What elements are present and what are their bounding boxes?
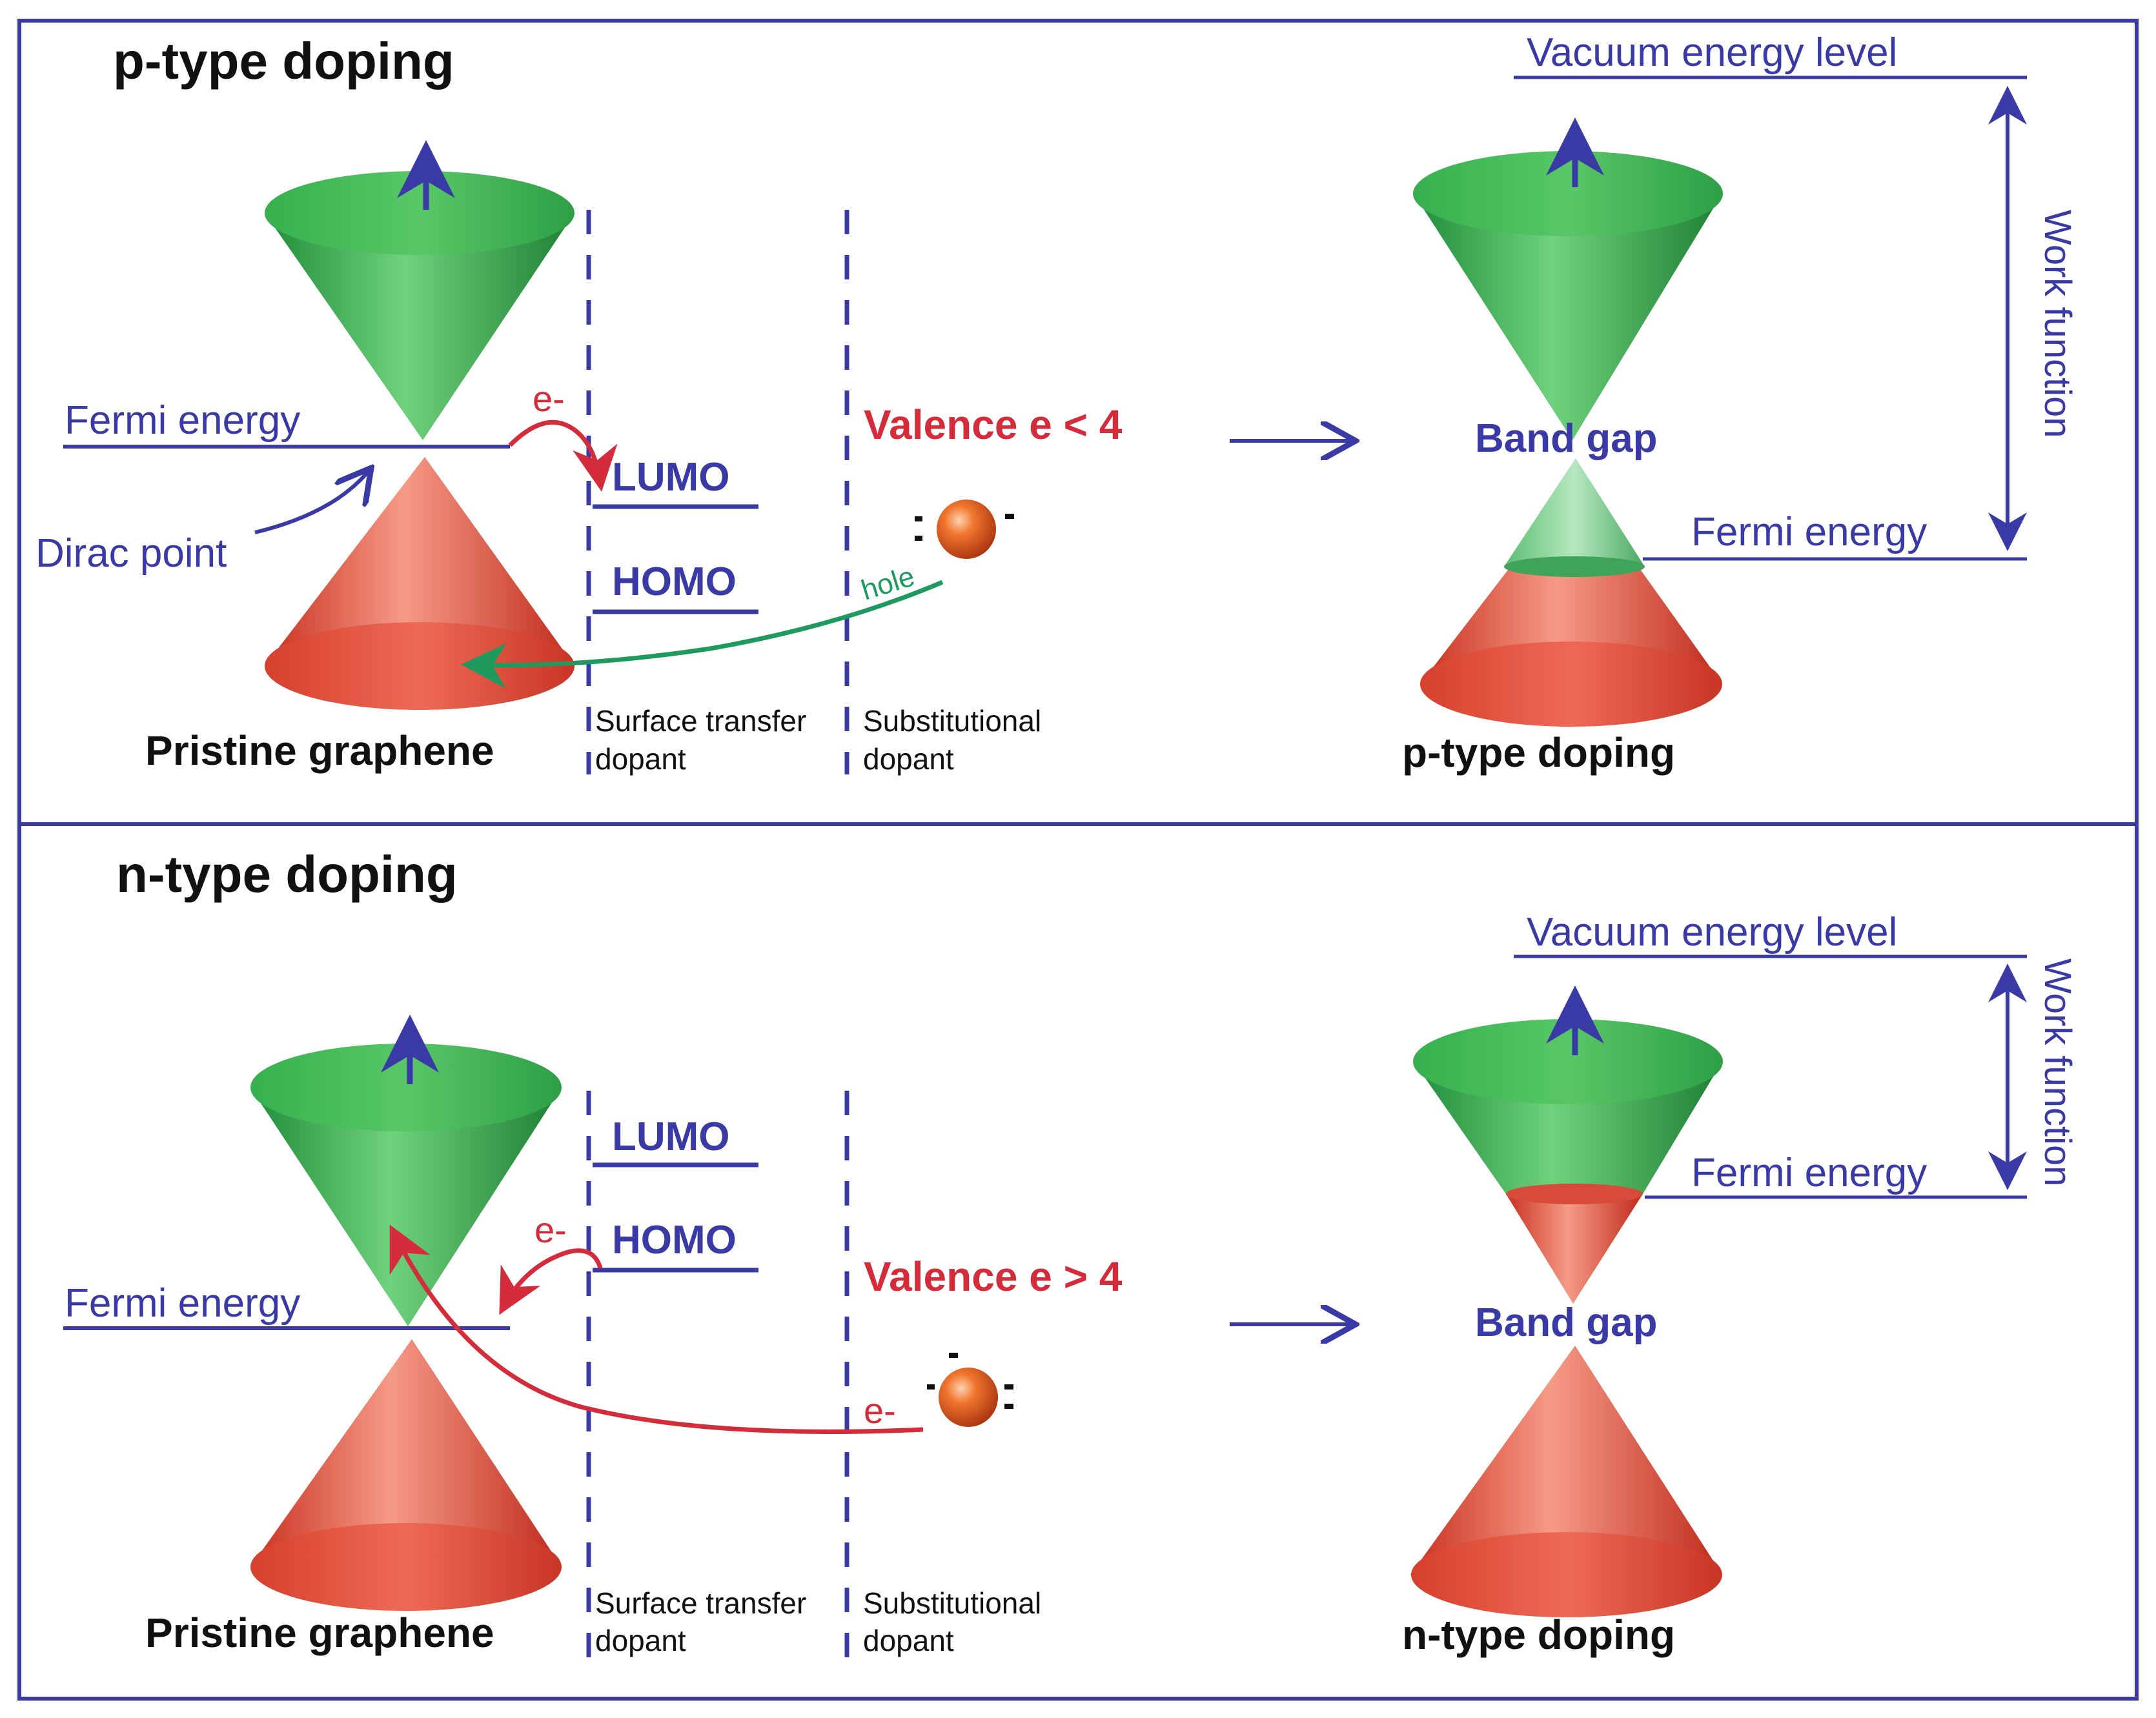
surface-caption-p-2: dopant xyxy=(595,742,686,776)
n-type-panel: n-type doping Fermi energy Pristine grap… xyxy=(63,845,2079,1659)
n-doped-upper-red xyxy=(1506,1194,1643,1304)
fermi-label-right-p: Fermi energy xyxy=(1691,510,1927,554)
dopant-atom-n xyxy=(927,1353,1013,1427)
doped-lower-cone-base xyxy=(1420,642,1722,727)
doped-upper-cone-top xyxy=(1413,151,1723,236)
pristine-cones-n xyxy=(250,1015,562,1611)
valence-label-n: Valence e > 4 xyxy=(864,1253,1123,1300)
lower-cone-base-n xyxy=(250,1523,562,1611)
work-function-label-p: Work function xyxy=(2037,210,2079,438)
upper-cone xyxy=(265,213,575,440)
electron-label-p: e- xyxy=(533,378,565,419)
substitution-caption-p-2: dopant xyxy=(863,742,954,776)
pristine-caption-n: Pristine graphene xyxy=(145,1610,494,1656)
pristine-cones-p xyxy=(265,140,575,710)
result-caption-p: p-type doping xyxy=(1402,729,1675,776)
work-function-label-n: Work function xyxy=(2037,958,2079,1187)
dirac-label: Dirac point xyxy=(36,531,227,576)
upper-cone-n xyxy=(250,1087,562,1326)
hole-transfer-arrow xyxy=(461,580,944,689)
doped-fermi-ring xyxy=(1504,556,1645,577)
substitution-caption-n-2: dopant xyxy=(863,1624,954,1657)
surface-caption-p-1: Surface transfer xyxy=(595,704,806,738)
doped-lower-cone-green xyxy=(1504,458,1645,567)
doped-upper-cone xyxy=(1414,194,1722,440)
lumo-label-n: LUMO xyxy=(612,1115,730,1159)
electron-transfer-arrow-n xyxy=(499,1248,603,1315)
n-doped-fermi-ring xyxy=(1506,1184,1643,1204)
panel-heading-p: p-type doping xyxy=(113,32,454,90)
valence-label-p: Valence e < 4 xyxy=(864,401,1123,448)
vacuum-label-p: Vacuum energy level xyxy=(1527,30,1897,75)
result-caption-n: n-type doping xyxy=(1402,1612,1675,1658)
substitution-caption-p-1: Substitutional xyxy=(863,704,1041,738)
electron-donation-arrow-n xyxy=(389,1224,924,1434)
band-gap-label-p: Band gap xyxy=(1475,416,1657,461)
pristine-caption-p: Pristine graphene xyxy=(145,727,494,774)
surface-caption-n-2: dopant xyxy=(595,1624,686,1657)
fermi-label-right-n: Fermi energy xyxy=(1691,1151,1927,1195)
panel-frame-n xyxy=(17,822,2139,1701)
homo-label-p: HOMO xyxy=(612,560,737,604)
band-gap-label-n: Band gap xyxy=(1475,1300,1657,1345)
hole-label: hole xyxy=(858,560,919,606)
fermi-label-n: Fermi energy xyxy=(65,1281,300,1326)
n-doped-lower-cone xyxy=(1410,1346,1722,1575)
lumo-label-p: LUMO xyxy=(612,455,730,500)
electron-label-n: e- xyxy=(534,1209,567,1250)
electron-label-n-substitution: e- xyxy=(864,1390,896,1431)
n-doped-upper-top xyxy=(1413,1019,1723,1104)
upper-cone-top-n xyxy=(250,1044,562,1131)
p-type-panel: p-type doping Fermi energy Dirac point P… xyxy=(36,30,2079,776)
upper-cone-top xyxy=(265,171,575,255)
lower-cone xyxy=(265,457,575,666)
n-doped-lower-base xyxy=(1411,1532,1722,1617)
dirac-pointer-arrow xyxy=(254,468,371,534)
substitution-caption-n-1: Substitutional xyxy=(863,1586,1041,1620)
surface-caption-n-1: Surface transfer xyxy=(595,1586,806,1620)
homo-label-n: HOMO xyxy=(612,1218,737,1262)
lower-cone-n xyxy=(250,1339,562,1567)
dopant-atom-p xyxy=(915,500,1014,559)
p-doped-cones xyxy=(1413,117,1723,727)
n-doped-cones xyxy=(1410,985,1723,1617)
fermi-label-p: Fermi energy xyxy=(65,398,300,443)
electron-transfer-arrow-p xyxy=(508,419,618,492)
vacuum-label-n: Vacuum energy level xyxy=(1527,910,1897,955)
panel-heading-n: n-type doping xyxy=(116,845,458,903)
